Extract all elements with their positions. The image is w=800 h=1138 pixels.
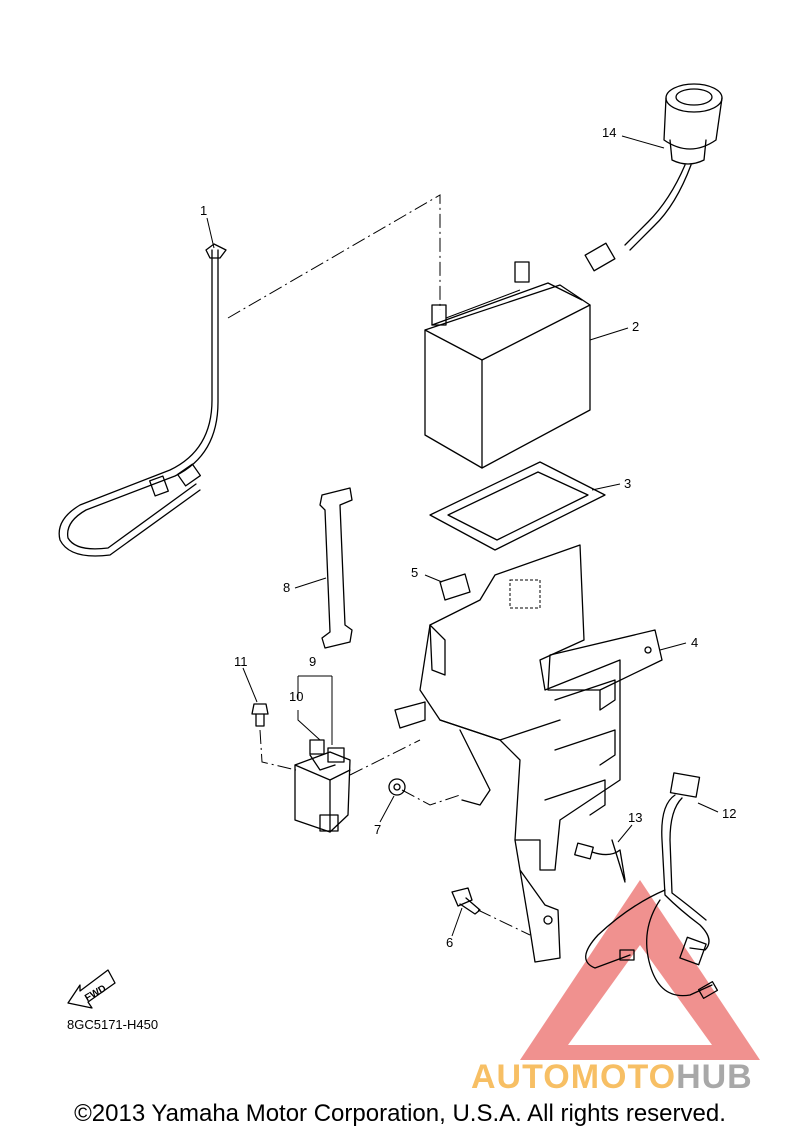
watermark-part-a: AUTOMOTO: [471, 1058, 676, 1096]
part-2-battery: [424, 261, 591, 469]
watermark-logo: AUTOMOTOHUB: [471, 1058, 753, 1096]
leader-6: [451, 907, 463, 937]
leader-11: [242, 667, 258, 703]
leader-5: [424, 574, 443, 583]
leader-4: [659, 642, 687, 651]
part-7-nut: [388, 778, 406, 796]
part-4-battery-case: [394, 544, 663, 963]
watermark-triangle: [520, 880, 760, 1060]
part-3-pad: [429, 461, 606, 551]
part-6-bolt: [451, 887, 481, 915]
callout-14: 14: [602, 125, 616, 140]
leader-2: [589, 327, 629, 341]
part-14-power-outlet: [584, 83, 723, 272]
connection-line-6: [477, 909, 531, 936]
part-13-connector: [574, 839, 626, 883]
leader-8: [294, 577, 327, 589]
leader-9: [297, 675, 333, 745]
part-9-starter-relay: [294, 739, 351, 833]
leader-10: [297, 710, 321, 741]
callout-13: 13: [628, 810, 642, 825]
callout-7: 7: [374, 822, 381, 837]
leader-13: [617, 824, 633, 843]
callout-5: 5: [411, 565, 418, 580]
callout-3: 3: [624, 476, 631, 491]
copyright-notice: ©2013 Yamaha Motor Corporation, U.S.A. A…: [74, 1100, 726, 1127]
leader-14: [621, 135, 665, 149]
svg-text:AUTOMOTOHUB: AUTOMOTOHUB: [471, 1058, 753, 1096]
callout-12: 12: [722, 806, 736, 821]
leader-12: [697, 802, 719, 813]
part-8-strap: [319, 487, 353, 649]
fwd-arrow-icon: FWD: [67, 969, 116, 1009]
connection-line-7: [401, 789, 461, 806]
connection-line-9: [349, 739, 421, 776]
callout-8: 8: [283, 580, 290, 595]
callout-11: 11: [234, 654, 248, 669]
callout-1: 1: [200, 203, 207, 218]
callout-6: 6: [446, 935, 453, 950]
part-12-sub-harness: [585, 772, 719, 999]
drawing-code: 8GC5171-H450: [67, 1017, 159, 1032]
leader-7: [379, 795, 395, 823]
connection-line-1-2: [227, 194, 441, 319]
part-5-pad: [439, 573, 471, 601]
connection-line-11: [259, 729, 297, 771]
part-1-wire-harness: [58, 243, 227, 557]
leader-1: [206, 217, 215, 249]
callout-4: 4: [691, 635, 698, 650]
callout-2: 2: [632, 319, 639, 334]
leader-3: [591, 483, 621, 491]
part-11-bolt: [251, 703, 269, 727]
callout-10: 10: [289, 689, 303, 704]
watermark-part-b: HUB: [676, 1058, 753, 1096]
callout-9: 9: [309, 654, 316, 669]
